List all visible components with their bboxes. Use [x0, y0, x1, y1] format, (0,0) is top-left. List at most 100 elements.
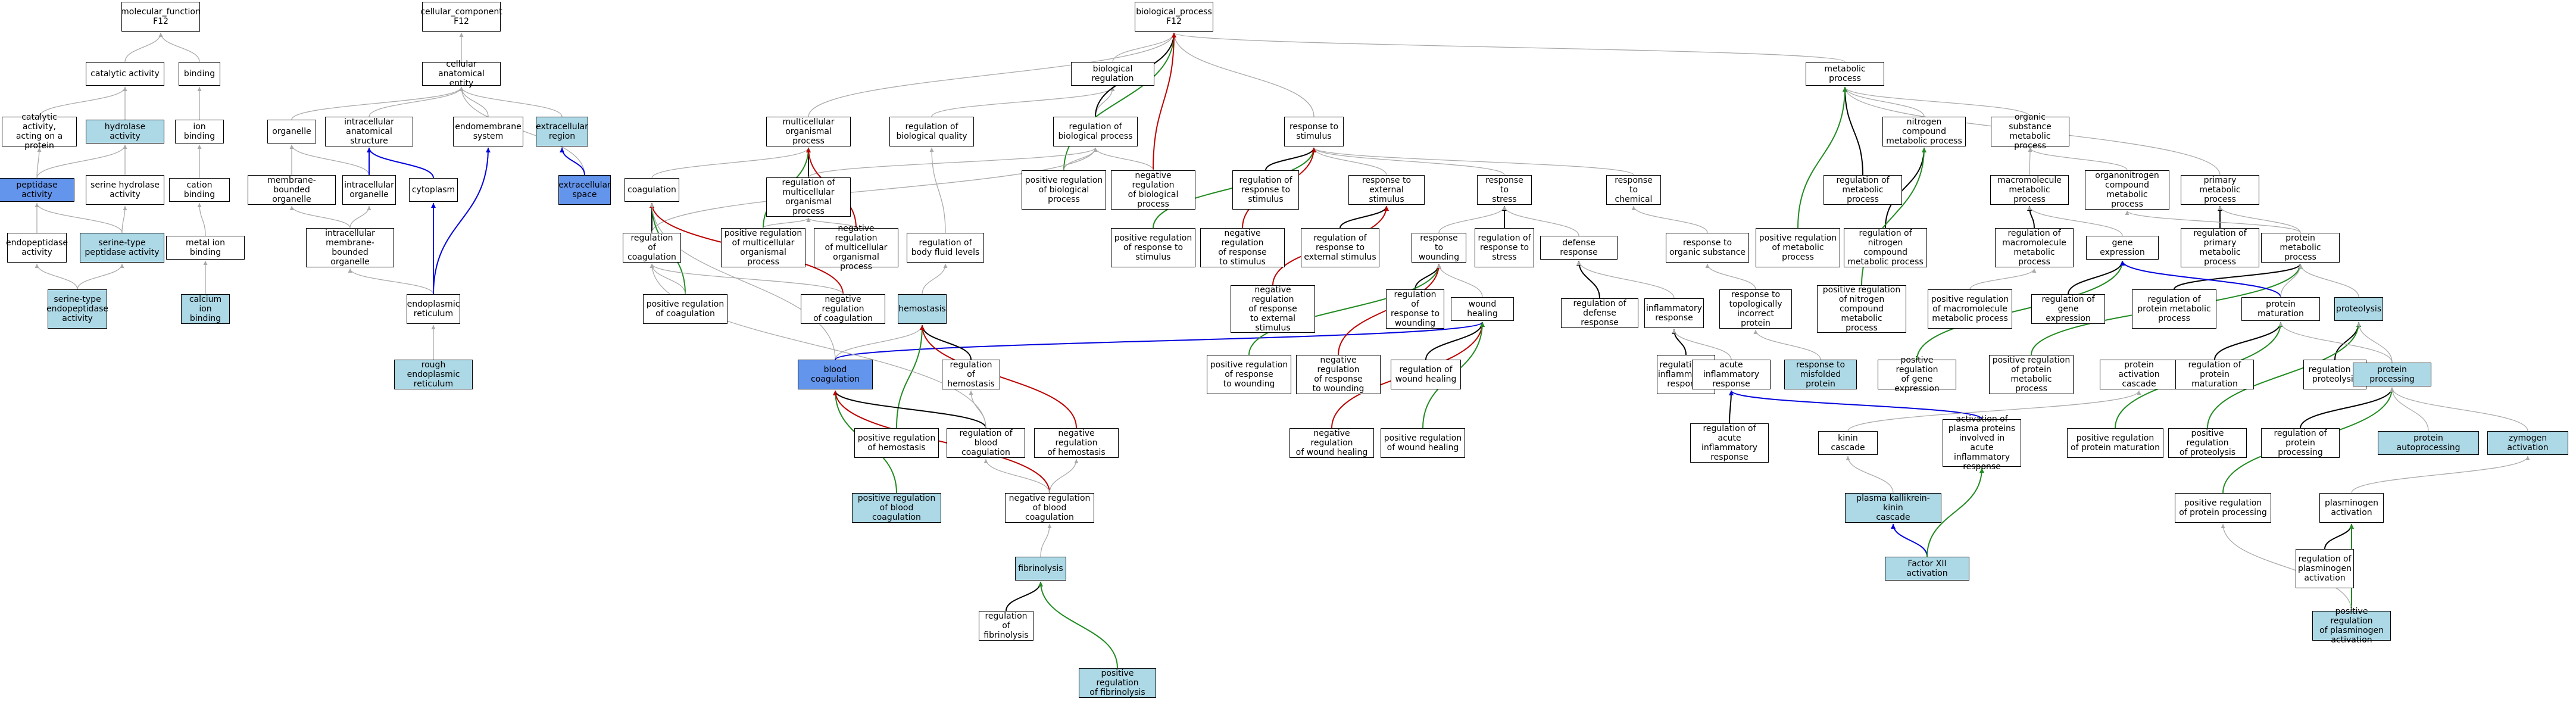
node-regulation-of-blood-coagulation[interactable]: regulation of blood coagulation [947, 428, 1025, 458]
node-negative-regulation-of-blood-coagulation[interactable]: negative regulation of blood coagulation [1005, 493, 1094, 523]
node-negative-regulation-of-response-to-wounding[interactable]: negative regulation of response to wound… [1296, 355, 1381, 394]
node-positive-regulation-of-multicellular-organismal-process[interactable]: positive regulation of multicellular org… [721, 228, 805, 267]
node-regulation-of-body-fluid-levels[interactable]: regulation of body fluid levels [907, 233, 984, 263]
node-multicellular-organismal-process[interactable]: multicellular organismal process [766, 117, 851, 146]
node-positive-regulation-of-macromolecule-metabolic-process[interactable]: positive regulation of macromolecule met… [1928, 289, 2012, 329]
node-intracellular-organelle[interactable]: intracellular organelle [342, 175, 396, 205]
node-activation-of-plasma-proteins[interactable]: activation of plasma proteins involved i… [1943, 414, 2021, 472]
node-hydrolase-activity[interactable]: hydrolase activity [86, 120, 164, 143]
node-regulation-of-hemostasis[interactable]: regulation of hemostasis [942, 360, 1000, 389]
node-binding[interactable]: binding [179, 62, 220, 86]
node-proteolysis[interactable]: proteolysis [2334, 297, 2383, 321]
node-regulation-of-coagulation[interactable]: regulation of coagulation [623, 233, 681, 263]
node-positive-regulation-of-hemostasis[interactable]: positive regulation of hemostasis [854, 428, 939, 458]
node-rough-endoplasmic-reticulum[interactable]: rough endoplasmic reticulum [394, 360, 473, 389]
node-endomembrane-system[interactable]: endomembrane system [453, 117, 523, 146]
node-regulation-of-defense-response[interactable]: regulation of defense response [1561, 298, 1638, 328]
node-response-to-wounding[interactable]: response to wounding [1412, 233, 1466, 263]
node-response-to-topologically-incorrect-protein[interactable]: response to topologically incorrect prot… [1719, 289, 1792, 329]
node-protein-autoprocessing[interactable]: protein autoprocessing [2378, 431, 2479, 455]
node-positive-regulation-of-gene-expression[interactable]: positive regulation of gene expression [1878, 355, 1956, 394]
node-regulation-of-protein-maturation[interactable]: regulation of protein maturation [2175, 360, 2254, 389]
node-calcium-ion-binding[interactable]: calcium ion binding [181, 294, 230, 324]
node-regulation-of-response-to-external-stimulus[interactable]: regulation of response to external stimu… [1301, 228, 1379, 267]
node-response-to-misfolded-protein[interactable]: response to misfolded protein [1784, 360, 1857, 389]
node-factor-xii-activation[interactable]: Factor XII activation [1885, 557, 1969, 581]
node-positive-regulation-of-plasminogen-activation[interactable]: positive regulation of plasminogen activ… [2312, 607, 2391, 645]
node-positive-regulation-of-wound-healing[interactable]: positive regulation of wound healing [1381, 428, 1465, 458]
node-regulation-of-response-to-stress[interactable]: regulation of response to stress [1475, 228, 1534, 267]
node-molecular-function[interactable]: molecular_function F12 [121, 2, 201, 32]
node-regulation-of-biological-quality[interactable]: regulation of biological quality [889, 117, 974, 146]
node-regulation-of-primary-metabolic-process[interactable]: regulation of primary metabolic process [2181, 228, 2259, 267]
node-negative-regulation-of-wound-healing[interactable]: negative regulation of wound healing [1289, 428, 1374, 458]
node-regulation-of-acute-inflammatory-response[interactable]: regulation of acute inflammatory respons… [1690, 423, 1769, 463]
node-positive-regulation-of-response-to-stimulus[interactable]: positive regulation of response to stimu… [1111, 228, 1195, 267]
node-metabolic-process[interactable]: metabolic process [1806, 62, 1884, 86]
node-regulation-of-fibrinolysis[interactable]: regulation of fibrinolysis [979, 611, 1033, 641]
node-negative-regulation-of-multicellular-organismal-process[interactable]: negative regulation of multicellular org… [814, 224, 898, 272]
node-protein-metabolic-process[interactable]: protein metabolic process [2261, 233, 2340, 263]
node-endopeptidase-activity[interactable]: endopeptidase activity [6, 233, 68, 263]
node-negative-regulation-of-response-to-stimulus[interactable]: negative regulation of response to stimu… [1200, 228, 1285, 267]
node-serine-type-endopeptidase-activity[interactable]: serine-type endopeptidase activity [46, 289, 108, 329]
node-regulation-of-response-to-stimulus[interactable]: regulation of response to stimulus [1232, 170, 1299, 210]
node-regulation-of-nitrogen-compound-metabolic-process[interactable]: regulation of nitrogen compound metaboli… [1844, 228, 1927, 267]
node-response-to-chemical[interactable]: response to chemical [1606, 175, 1661, 205]
node-organelle[interactable]: organelle [267, 120, 316, 143]
node-positive-regulation-of-protein-maturation[interactable]: positive regulation of protein maturatio… [2067, 428, 2163, 458]
node-protein-maturation[interactable]: protein maturation [2241, 297, 2320, 321]
node-regulation-of-biological-process[interactable]: regulation of biological process [1053, 117, 1138, 146]
node-negative-regulation-of-biological-process[interactable]: negative regulation of biological proces… [1111, 170, 1195, 210]
node-catalytic-activity-protein[interactable]: catalytic activity, acting on a protein [2, 113, 77, 151]
node-positive-regulation-of-response-to-wounding[interactable]: positive regulation of response to wound… [1207, 355, 1291, 394]
node-positive-regulation-of-nitrogen-compound-metabolic-process[interactable]: positive regulation of nitrogen compound… [1817, 285, 1906, 333]
node-coagulation[interactable]: coagulation [625, 178, 679, 202]
node-negative-regulation-of-hemostasis[interactable]: negative regulation of hemostasis [1034, 428, 1119, 458]
node-cellular-anatomical-entity[interactable]: cellular anatomical entity [422, 60, 501, 88]
node-response-to-external-stimulus[interactable]: response to external stimulus [1348, 175, 1425, 205]
node-regulation-of-wound-healing[interactable]: regulation of wound healing [1391, 360, 1461, 389]
node-endoplasmic-reticulum[interactable]: endoplasmic reticulum [407, 294, 460, 324]
node-metal-ion-binding[interactable]: metal ion binding [166, 236, 245, 260]
node-response-to-organic-substance[interactable]: response to organic substance [1666, 233, 1749, 263]
node-positive-regulation-of-protein-metabolic-process[interactable]: positive regulation of protein metabolic… [1989, 355, 2074, 394]
node-intracellular-anatomical-structure[interactable]: intracellular anatomical structure [325, 117, 413, 146]
node-positive-regulation-of-protein-processing[interactable]: positive regulation of protein processin… [2175, 493, 2271, 523]
node-organic-substance-metabolic-process[interactable]: organic substance metabolic process [1991, 113, 2069, 151]
node-plasma-kallikrein-kinin-cascade[interactable]: plasma kallikrein-kinin cascade [1845, 493, 1941, 523]
node-inflammatory-response[interactable]: inflammatory response [1644, 298, 1704, 328]
node-cytoplasm[interactable]: cytoplasm [409, 178, 458, 202]
node-ion-binding[interactable]: ion binding [175, 120, 224, 143]
node-macromolecule-metabolic-process[interactable]: macromolecule metabolic process [1990, 175, 2069, 205]
node-positive-regulation-of-biological-process[interactable]: positive regulation of biological proces… [1022, 170, 1106, 210]
node-hemostasis[interactable]: hemostasis [898, 294, 947, 324]
node-regulation-of-metabolic-process[interactable]: regulation of metabolic process [1824, 175, 1902, 205]
node-serine-type-peptidase-activity[interactable]: serine-type peptidase activity [80, 233, 164, 263]
node-nitrogen-compound-metabolic-process[interactable]: nitrogen compound metabolic process [1882, 117, 1966, 146]
node-blood-coagulation[interactable]: blood coagulation [798, 360, 873, 389]
node-positive-regulation-of-metabolic-process[interactable]: positive regulation of metabolic process [1756, 228, 1840, 267]
node-cellular-component[interactable]: cellular_component F12 [420, 2, 502, 32]
node-response-to-stimulus[interactable]: response to stimulus [1284, 117, 1344, 146]
node-biological-regulation[interactable]: biological regulation [1071, 62, 1154, 86]
node-protein-processing[interactable]: protein processing [2353, 363, 2431, 386]
node-positive-regulation-of-blood-coagulation[interactable]: positive regulation of blood coagulation [852, 493, 941, 523]
node-positive-regulation-of-fibrinolysis[interactable]: positive regulation of fibrinolysis [1079, 668, 1156, 698]
node-peptidase-activity[interactable]: peptidase activity [0, 178, 74, 202]
node-negative-regulation-of-coagulation[interactable]: negative regulation of coagulation [801, 294, 885, 324]
node-regulation-of-multicellular-organismal-process[interactable]: regulation of multicellular organismal p… [766, 177, 851, 217]
node-positive-regulation-of-proteolysis[interactable]: positive regulation of proteolysis [2168, 428, 2247, 458]
node-biological-process[interactable]: biological_process F12 [1135, 2, 1213, 32]
node-regulation-of-protein-processing[interactable]: regulation of protein processing [2261, 428, 2340, 458]
node-membrane-bounded-organelle[interactable]: membrane-bounded organelle [248, 175, 336, 205]
node-organonitrogen-compound-metabolic-process[interactable]: organonitrogen compound metabolic proces… [2085, 170, 2169, 210]
node-serine-hydrolase-activity[interactable]: serine hydrolase activity [86, 175, 164, 205]
node-fibrinolysis[interactable]: fibrinolysis [1015, 557, 1066, 581]
node-gene-expression[interactable]: gene expression [2086, 236, 2159, 260]
node-zymogen-activation[interactable]: zymogen activation [2487, 431, 2568, 455]
node-wound-healing[interactable]: wound healing [1451, 297, 1514, 321]
node-regulation-of-response-to-wounding[interactable]: regulation of response to wounding [1386, 289, 1444, 329]
node-extracellular-space[interactable]: extracellular space [558, 175, 611, 205]
node-catalytic-activity[interactable]: catalytic activity [86, 62, 164, 86]
